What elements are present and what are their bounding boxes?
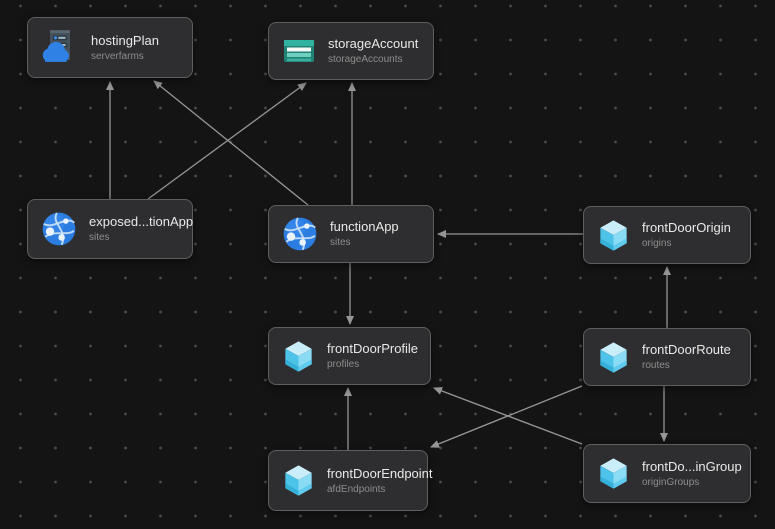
node-subtitle: routes [642, 360, 670, 371]
resource-cube-icon [596, 218, 631, 253]
node-subtitle: serverfarms [91, 50, 144, 62]
edge-frontDoorOriginGroup-to-frontDoorProfile [433, 387, 583, 445]
app-service-globe-icon [40, 210, 78, 248]
node-exposed-function-app[interactable]: exposed...tionApp sites [27, 199, 193, 259]
node-front-door-origin-group[interactable]: frontDo...inGroup originGroups [583, 444, 751, 503]
node-title: functionApp [330, 219, 399, 234]
node-subtitle: sites [89, 232, 110, 243]
node-labels: exposed...tionApp sites [89, 214, 194, 244]
node-subtitle: origins [642, 238, 672, 249]
app-service-globe-icon [281, 215, 319, 253]
edge-functionApp-to-hostingPlan [153, 80, 309, 206]
node-subtitle: storageAccounts [328, 54, 403, 65]
node-front-door-endpoint[interactable]: frontDoorEndpoint afdEndpoints [268, 450, 433, 511]
node-front-door-origin[interactable]: frontDoorOrigin origins [583, 206, 751, 264]
node-title: storageAccount [328, 36, 419, 51]
node-title: exposed...tionApp [89, 214, 194, 229]
node-function-app[interactable]: functionApp sites [268, 205, 434, 263]
node-title: frontDoorOrigin [642, 220, 731, 235]
resource-cube-icon [596, 340, 631, 375]
node-labels: frontDoorProfile profiles [327, 341, 418, 371]
node-front-door-profile[interactable]: frontDoorProfile profiles [268, 327, 431, 385]
node-labels: functionApp sites [330, 219, 399, 249]
node-labels: frontDo...inGroup originGroups [642, 458, 742, 489]
node-labels: storageAccount storageAccounts [328, 36, 418, 66]
node-labels: frontDoorOrigin origins [642, 220, 731, 250]
resource-cube-icon [596, 456, 631, 491]
node-subtitle: profiles [327, 359, 360, 370]
edge-frontDoorRoute-to-frontDoorEndpoint [430, 385, 583, 448]
node-storage-account[interactable]: storageAccount storageAccounts [268, 22, 434, 80]
server-farm-icon [40, 28, 80, 68]
node-title: frontDo...inGroup [642, 458, 742, 474]
node-subtitle: sites [330, 237, 351, 248]
node-title: hostingPlan [91, 32, 159, 48]
node-labels: frontDoorEndpoint afdEndpoints [327, 465, 433, 496]
node-subtitle: afdEndpoints [327, 483, 386, 495]
resource-cube-icon [281, 463, 316, 498]
node-front-door-route[interactable]: frontDoorRoute routes [583, 328, 751, 386]
node-title: frontDoorEndpoint [327, 465, 433, 481]
node-hosting-plan[interactable]: hostingPlan serverfarms [27, 17, 193, 78]
node-title: frontDoorRoute [642, 342, 731, 357]
node-labels: hostingPlan serverfarms [91, 33, 159, 63]
node-subtitle: originGroups [642, 476, 700, 488]
edge-exposedFunctionApp-to-storageAccount [147, 82, 307, 200]
node-title: frontDoorProfile [327, 341, 419, 356]
resource-cube-icon [281, 339, 316, 374]
storage-account-icon [281, 33, 317, 69]
node-labels: frontDoorRoute routes [642, 342, 731, 372]
